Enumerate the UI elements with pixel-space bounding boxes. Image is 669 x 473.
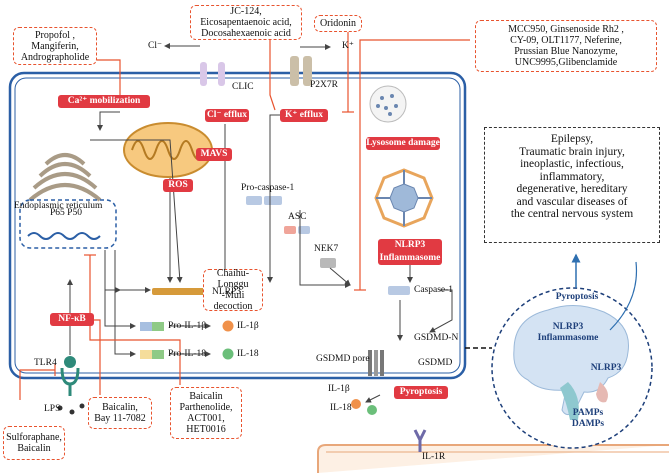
cell-membrane <box>8 71 467 380</box>
inflammasome-shape <box>374 168 434 228</box>
il18-out-label: IL-18 <box>330 403 352 413</box>
pro-il1b-label: Pro-IL-1β <box>168 321 207 331</box>
il18-label: IL-18 <box>237 349 259 359</box>
il1r-label: IL-1R <box>422 452 446 462</box>
clic-label: CLIC <box>232 82 254 92</box>
cl-ion-label: Cl⁻ <box>148 41 162 51</box>
oridonin-box: Oridonin <box>314 15 362 32</box>
sulforaphane-box: Sulforaphane, Baicalin <box>3 426 65 460</box>
k-efflux-label: K⁺ efflux <box>280 109 328 122</box>
ros-label: ROS <box>163 179 193 192</box>
k-ion-label: K⁺ <box>342 41 354 51</box>
baicalin-parthenolide-box: Baicalin Parthenolide, ACT001, HET0016 <box>170 387 242 439</box>
neighbour-cell <box>317 444 669 473</box>
cell-membrane-inner <box>14 77 461 374</box>
nek7-label: NEK7 <box>314 244 339 254</box>
il1b-label: IL-1β <box>237 321 259 331</box>
cns-diseases-box: Epilepsy, Traumatic brain injury, ineopl… <box>484 127 660 243</box>
clic-channel <box>200 62 225 86</box>
lysosome-shape <box>369 85 407 123</box>
mavs-label: MAVS <box>196 148 232 161</box>
gsdmd-label: GSDMD <box>418 358 453 368</box>
brain-nlrp3-inflammasome-label: NLRP3 Inflammasome <box>537 322 599 343</box>
asc-shape <box>284 226 296 234</box>
baicalin-bay-box: Baicalin, Bay 11-7082 <box>88 397 152 429</box>
gsdmd-n-label: GSDMD-N <box>414 333 459 343</box>
asc-label: ASC <box>288 212 307 222</box>
lps-label: LPS <box>44 404 61 414</box>
gsdmd-pore-label: GSDMD pore <box>316 354 370 364</box>
tlr4-shape <box>60 367 80 396</box>
il1b-out-label: IL-1β <box>328 384 350 394</box>
cl-efflux-label: Cl⁻ efflux <box>205 109 249 122</box>
chaihu-box: Chaihu-Longgu -Muli decoction <box>203 268 263 312</box>
er-label: Endoplasmic reticulum <box>14 201 103 211</box>
nlrp3-inflammasome-label: NLRP3 Inflammasome <box>378 239 442 265</box>
mcc950-box: MCC950, Ginsenoside Rh2 , CY-09, OLT1177… <box>475 20 657 72</box>
brain-pamps-damps-label: PAMPs DAMPs <box>571 408 605 429</box>
nlrp3-label: NLRP3 <box>212 287 242 297</box>
brain-nlrp3-label: NLRP3 <box>590 363 622 373</box>
nlrp3-bar <box>152 288 206 295</box>
tlr4-label: TLR4 <box>34 358 57 368</box>
gsdmd-pore-shape <box>368 350 384 376</box>
pyroptosis-cell-label: Pyroptosis <box>394 386 448 399</box>
pro-il18-label: Pro-IL-18 <box>168 349 206 359</box>
nek7-shape <box>320 258 336 268</box>
caspase1-shape <box>388 286 410 295</box>
p2x7r-label: P2X7R <box>310 80 338 90</box>
lysosome-damage-label: Lysosome damage <box>366 137 440 150</box>
nfkb-label: NF-κB <box>50 313 94 326</box>
ca-mobilization-label: Ca²⁺ mobilization <box>58 95 150 108</box>
il1r-shape <box>413 429 427 452</box>
p2x7r-channel <box>290 56 312 86</box>
propofol-box: Propofol , Mangiferin, Andrographolide <box>13 27 97 65</box>
er-shape <box>28 153 102 202</box>
brain-pyroptosis-label: Pyroptosis <box>555 292 599 302</box>
procaspase-shape <box>246 196 262 205</box>
caspase1-label: Caspase-1 <box>414 285 454 295</box>
p65p50-label: P65 P50 <box>50 208 82 218</box>
dna-shape <box>27 232 101 240</box>
procaspase-label: Pro-caspase-1 <box>241 183 295 193</box>
jc124-box: JC-124, Eicosapentaenoic acid, Docosahex… <box>190 5 302 40</box>
